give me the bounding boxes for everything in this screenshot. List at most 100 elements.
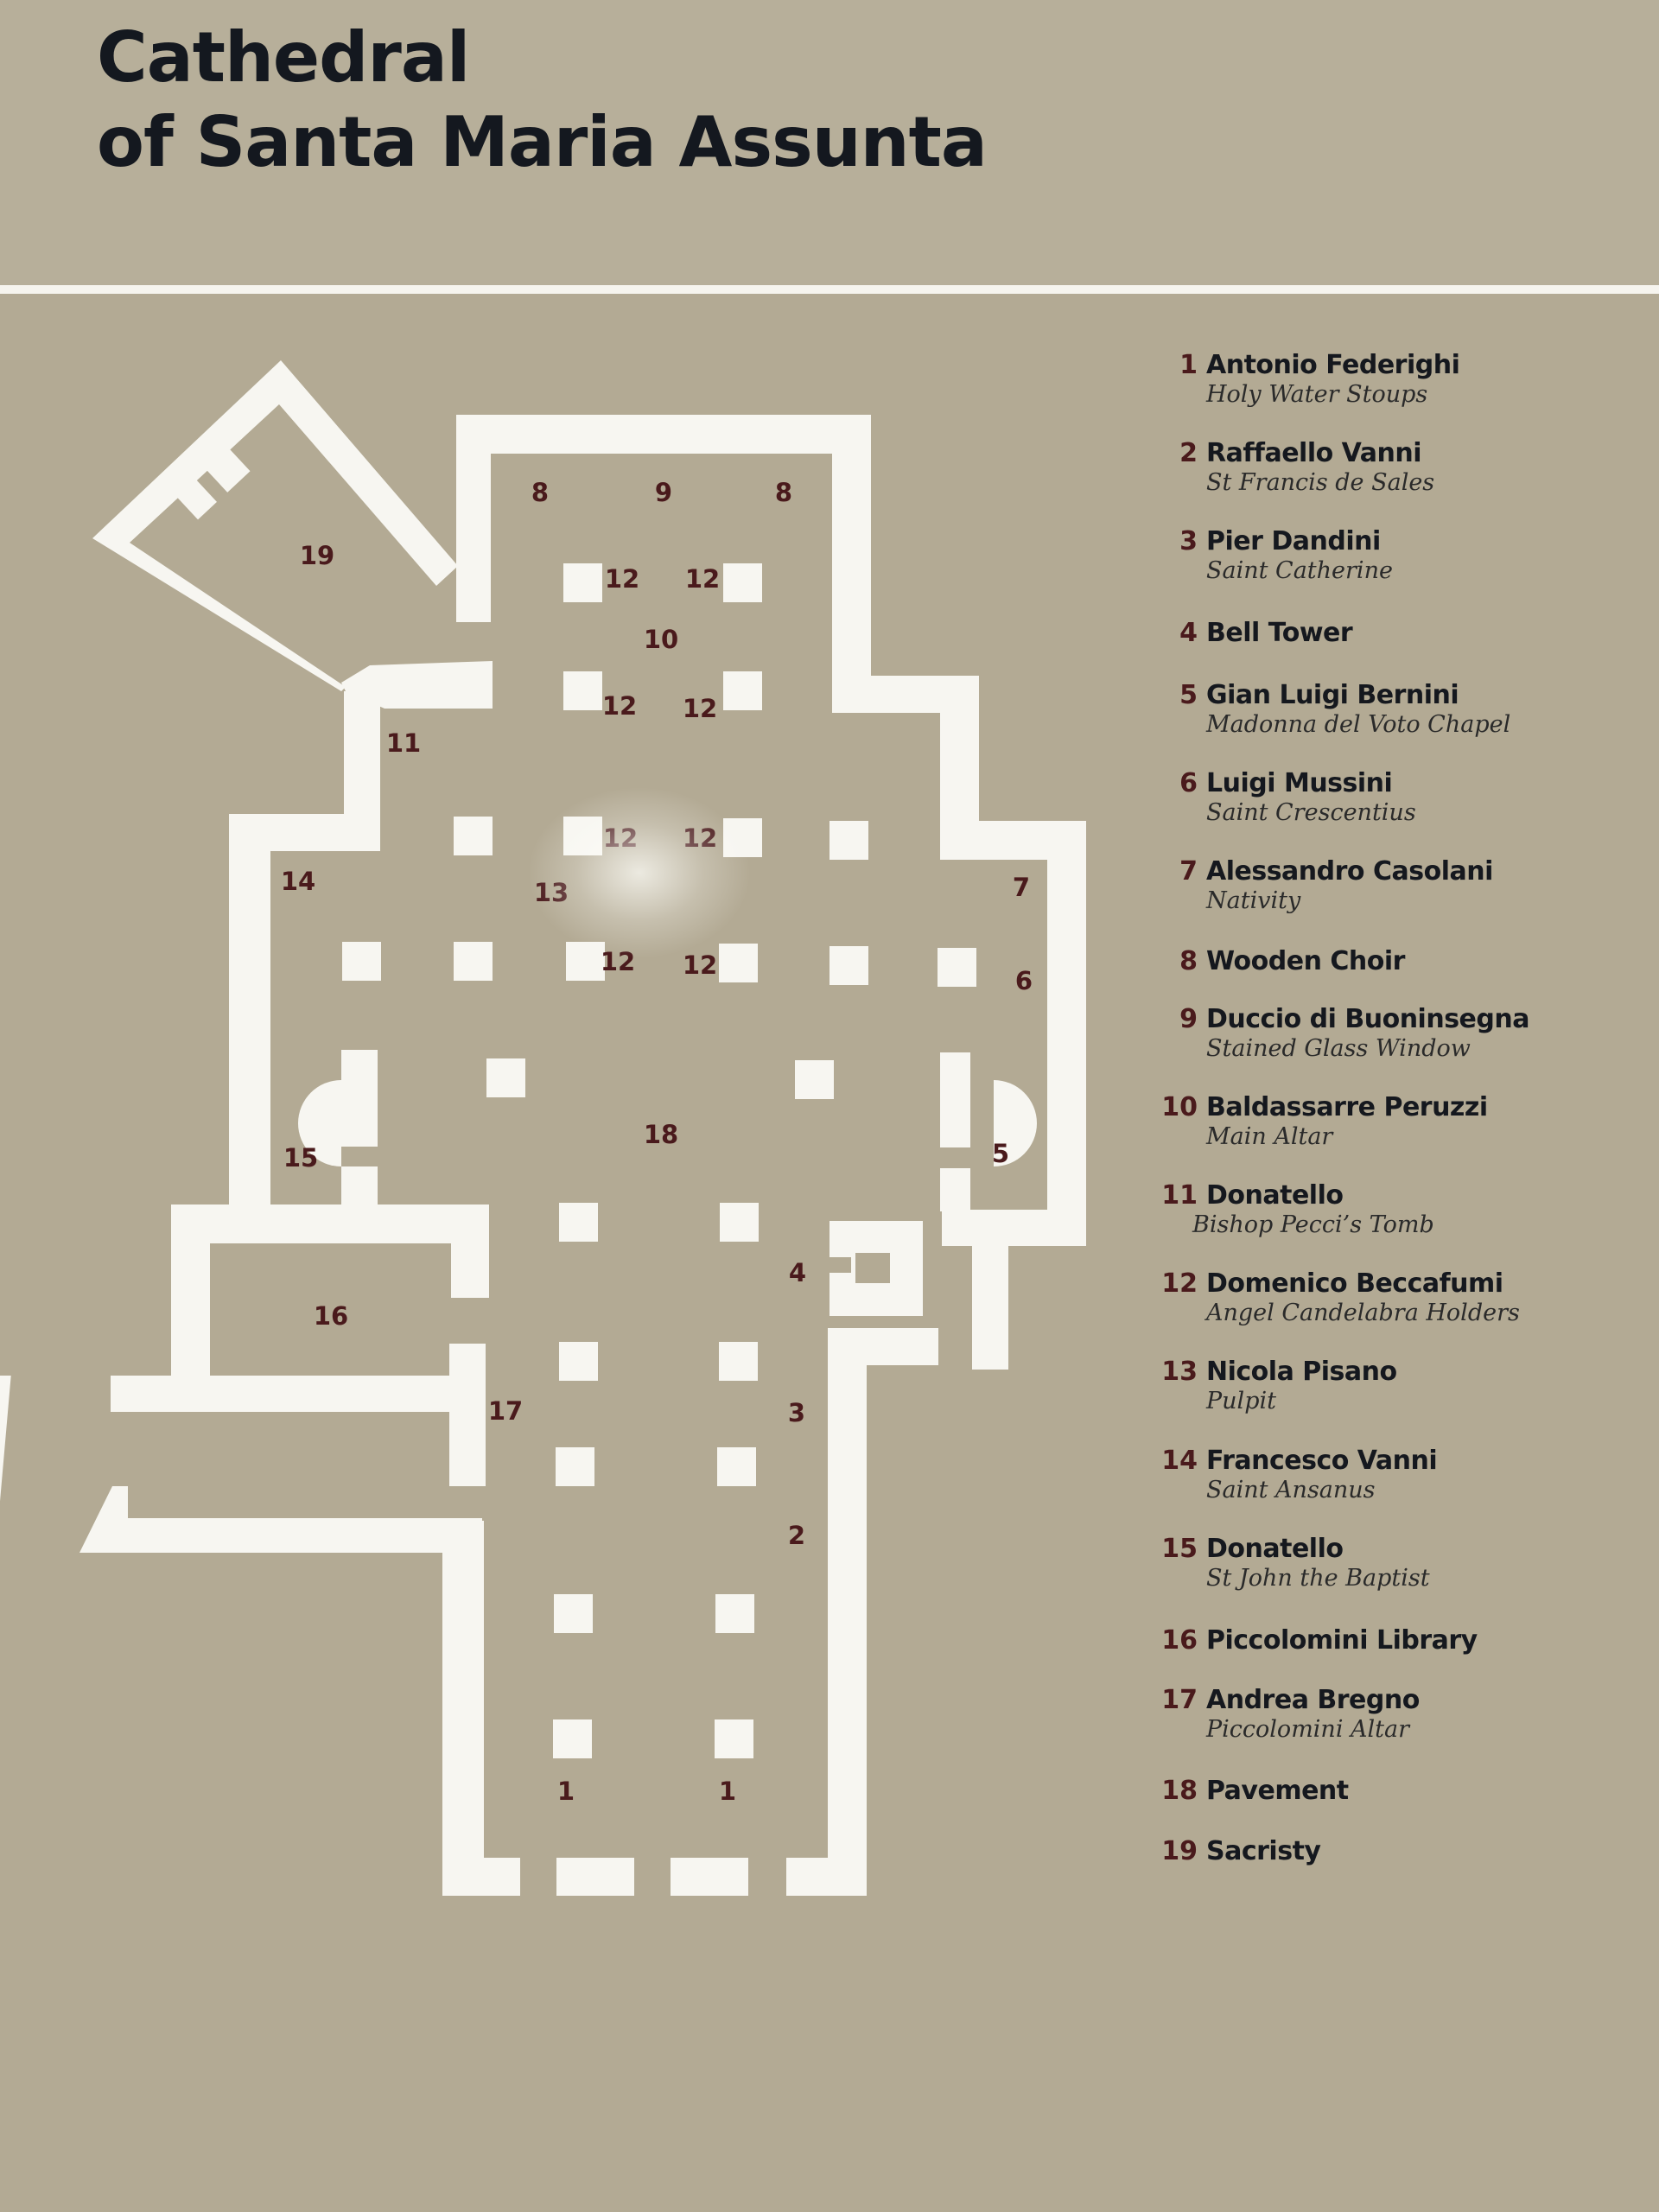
library-wall-right [451,1205,489,1298]
chapel-15-wall [341,1166,378,1210]
facade-door-left [556,1858,634,1896]
map-label-13: 13 [534,878,569,907]
map-label-14: 14 [281,867,315,896]
map-label-8: 8 [531,478,549,507]
legend-number: 4 [1179,618,1198,648]
map-label-4: 4 [789,1258,806,1287]
pillar [717,1447,756,1486]
map-label-10: 10 [644,625,678,654]
legend-number: 15 [1161,1534,1198,1564]
sacristy-partition [199,441,251,493]
legend-number: 7 [1179,856,1198,887]
nave-wall-right [828,1328,867,1896]
transept-wall-right-step [940,676,979,823]
chapel-5-wall [940,1168,970,1211]
map-label-12: 12 [601,947,635,976]
pillar [566,942,605,981]
legend-number: 11 [1161,1180,1198,1211]
legend-number: 6 [1179,768,1198,798]
lower-annex-top [111,1376,484,1412]
pillar [938,948,976,987]
pillar [553,1719,592,1758]
map-label-12: 12 [685,564,720,594]
legend-subtitle: Saint Ansanus [1206,1477,1376,1503]
map-label-5: 5 [992,1139,1009,1168]
facade-right [786,1858,867,1896]
legend-number: 12 [1161,1268,1198,1299]
legend-name: Raffaello Vanni [1206,438,1421,468]
legend-number: 10 [1161,1092,1198,1122]
map-label-18: 18 [644,1120,678,1149]
legend-number: 8 [1179,946,1198,976]
map-label-7: 7 [1013,873,1030,902]
legend-number: 5 [1179,680,1198,710]
nave-wall-left [442,1521,484,1896]
map-label-11: 11 [386,728,421,758]
legend-name: Andrea Bregno [1206,1685,1420,1715]
legend-name: Pier Dandini [1206,526,1381,556]
altar-17-wall [449,1344,486,1486]
pillar [563,671,602,710]
pillar [715,1594,754,1633]
pillar [723,671,762,710]
legend-number: 17 [1161,1685,1198,1715]
header-band [0,0,1659,285]
map-label-1: 1 [719,1777,736,1806]
legend-number: 16 [1161,1625,1198,1656]
legend-number: 13 [1161,1357,1198,1387]
pillar [559,1342,598,1381]
pillar [342,942,381,981]
legend-name: Donatello [1206,1180,1344,1211]
title-line-1: Cathedral [97,17,470,98]
legend-name: Antonio Federighi [1206,350,1460,380]
map-label-12: 12 [603,823,638,853]
legend-number: 1 [1179,350,1198,380]
pillar [719,944,758,982]
legend-name: Alessandro Casolani [1206,856,1493,887]
legend-name: Piccolomini Library [1206,1625,1478,1656]
pillar [830,821,868,860]
chapel-5-niche [994,1080,1037,1166]
map-label-1: 1 [557,1777,575,1806]
legend-subtitle: Madonna del Voto Chapel [1206,711,1511,738]
sacristy-wall [92,360,458,691]
legend-subtitle: Saint Crescentius [1206,799,1416,826]
chapel-5-wall [940,1052,970,1147]
pillar [795,1060,834,1099]
map-label-12: 12 [605,564,639,594]
transept-wall-right-outer [1047,821,1086,1246]
pillar [715,1719,753,1758]
legend-subtitle: St John the Baptist [1206,1565,1430,1592]
transept-wall-left-step [344,691,380,851]
legend-name: Bell Tower [1206,618,1353,648]
library-wall-top [171,1205,489,1243]
legend-subtitle: Pulpit [1206,1388,1276,1414]
legend-name: Francesco Vanni [1206,1446,1438,1476]
pillar [830,946,868,985]
legend-name: Donatello [1206,1534,1344,1564]
map-label-12: 12 [602,691,637,721]
legend-name: Domenico Beccafumi [1206,1268,1503,1299]
map-label-12: 12 [683,823,717,853]
map-label-3: 3 [788,1398,805,1427]
choir-wall-right [832,415,871,713]
map-label-12: 12 [683,694,717,723]
pillar [719,1342,758,1381]
pillar [454,817,493,855]
legend-subtitle: Angel Candelabra Holders [1206,1300,1520,1326]
legend-subtitle: Bishop Pecci’s Tomb [1192,1211,1434,1238]
pillar [563,817,602,855]
legend-name: Gian Luigi Bernini [1206,680,1459,710]
pillar [559,1203,598,1242]
map-label-17: 17 [488,1396,523,1426]
transept-wall-left-outer [229,814,270,1243]
legend-subtitle: St Francis de Sales [1206,469,1435,496]
pillar [454,942,493,981]
header-divider [0,285,1659,294]
legend-name: Nicola Pisano [1206,1357,1397,1387]
legend-subtitle: Stained Glass Window [1206,1035,1471,1062]
map-label-9: 9 [655,478,672,507]
facade-door-right [671,1858,748,1896]
legend-number: 2 [1179,438,1198,468]
lower-annex-wall [79,1486,482,1553]
